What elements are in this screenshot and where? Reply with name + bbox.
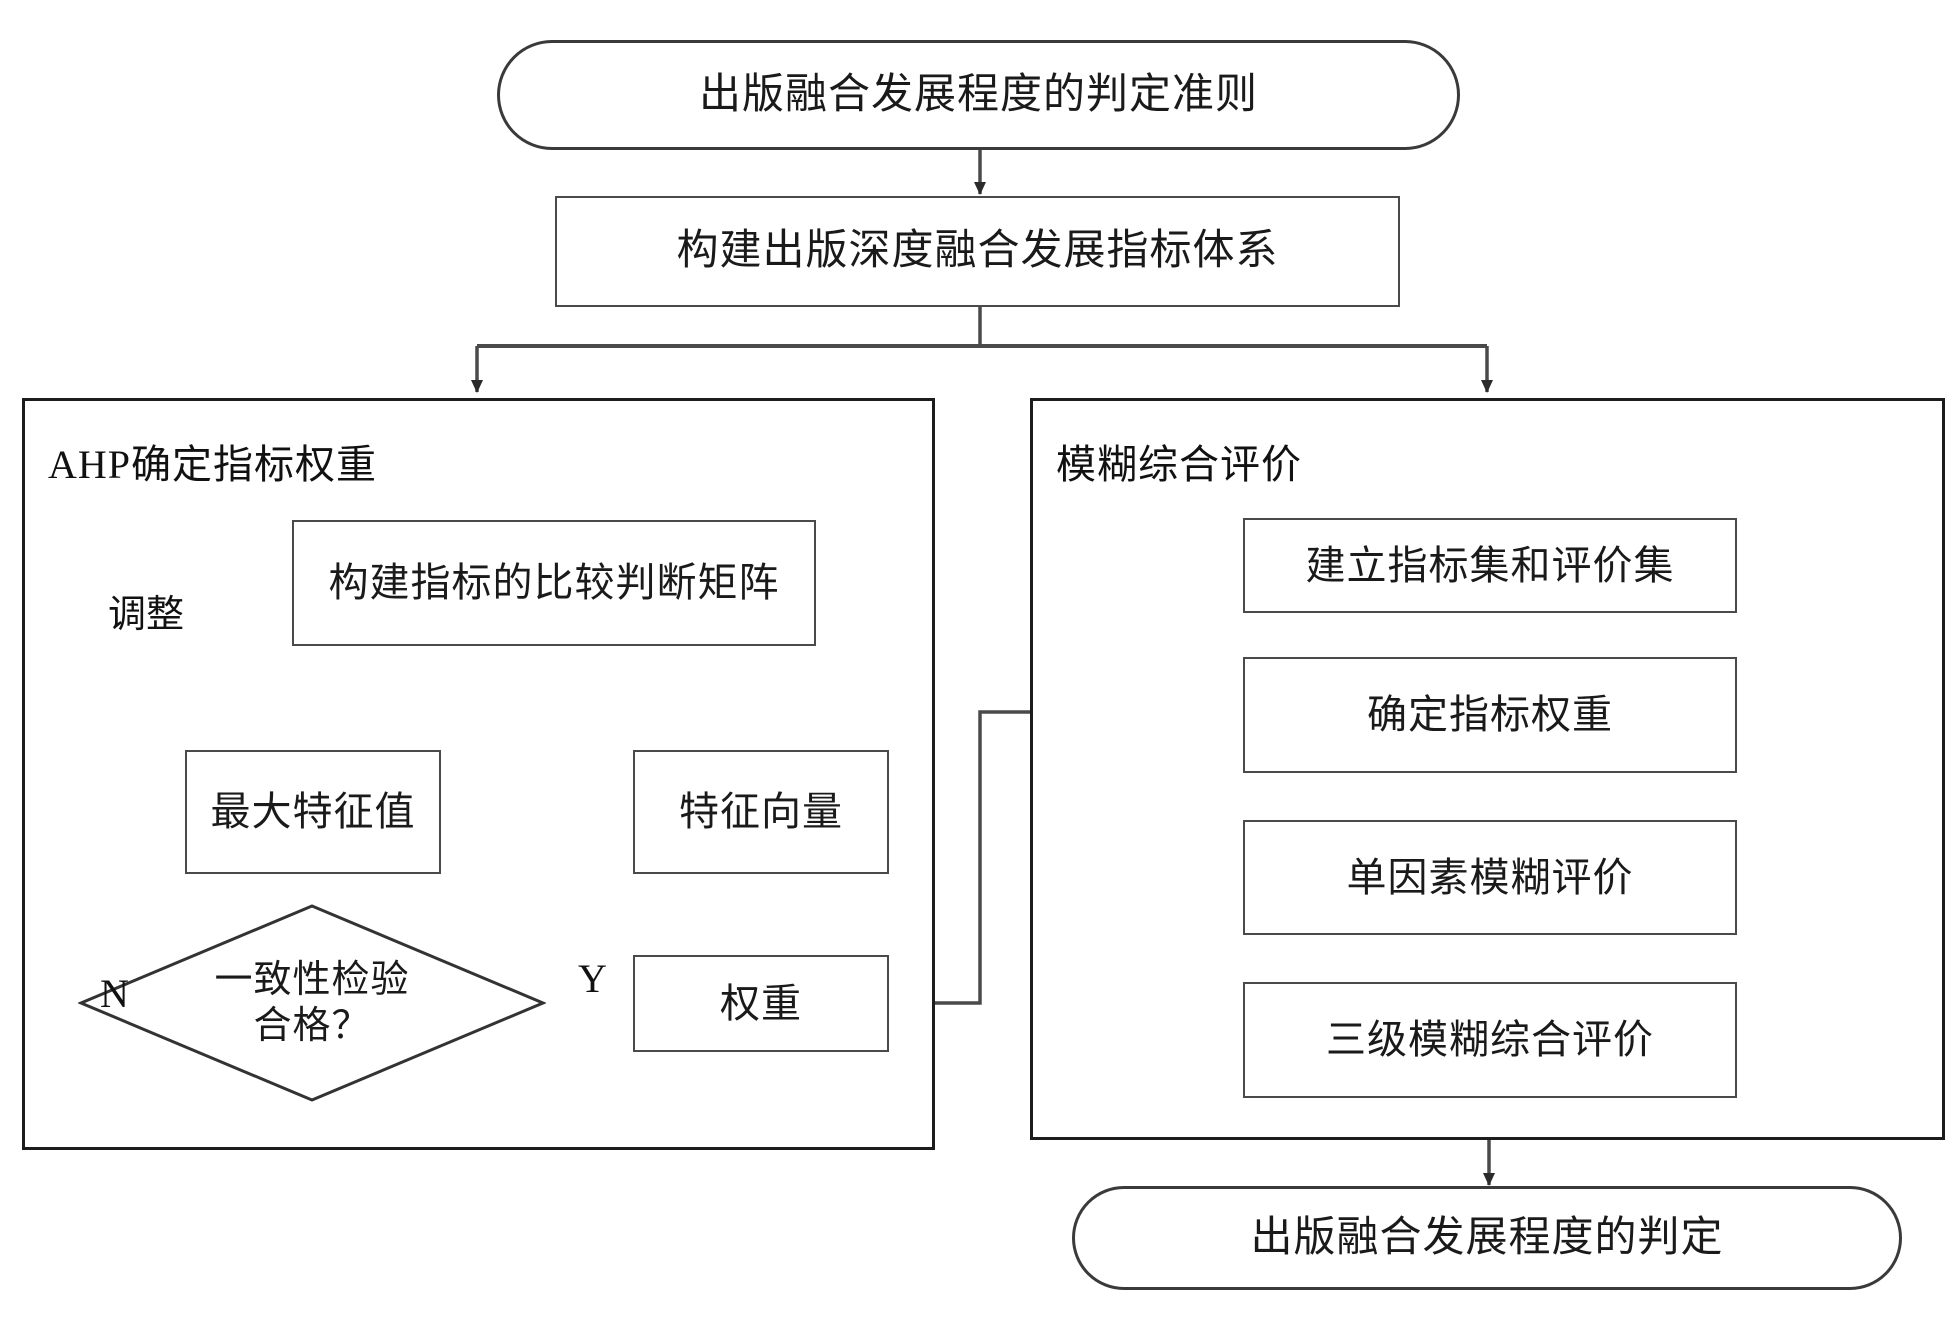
node-indicator-system: 构建出版深度融合发展指标体系 <box>555 196 1400 307</box>
node-title: 出版融合发展程度的判定准则 <box>497 40 1460 150</box>
node-single-factor-label: 单因素模糊评价 <box>1346 854 1634 900</box>
fuzzy-panel-title: 模糊综合评价 <box>1056 442 1302 487</box>
node-result-label: 出版融合发展程度的判定 <box>1250 1214 1724 1261</box>
node-eigenvector-label: 特征向量 <box>679 789 843 834</box>
node-consistency-check-text: 一致性检验 合格？ <box>78 903 546 1103</box>
node-single-factor: 单因素模糊评价 <box>1243 820 1737 935</box>
node-three-level-fuzzy: 三级模糊综合评价 <box>1243 982 1737 1098</box>
node-comparison-matrix-label: 构建指标的比较判断矩阵 <box>328 560 780 605</box>
node-result: 出版融合发展程度的判定 <box>1072 1186 1902 1290</box>
node-comparison-matrix: 构建指标的比较判断矩阵 <box>292 520 816 646</box>
node-establish-sets-label: 建立指标集和评价集 <box>1305 542 1675 588</box>
ahp-panel-title: AHP确定指标权重 <box>48 442 378 487</box>
node-determine-weights-label: 确定指标权重 <box>1367 692 1613 737</box>
node-max-eigenvalue-label: 最大特征值 <box>210 789 416 834</box>
node-establish-sets: 建立指标集和评价集 <box>1243 518 1737 613</box>
edge-label-yes: Y <box>578 956 607 1001</box>
node-consistency-check: 一致性检验 合格？ <box>77 903 547 1103</box>
consistency-line-2: 合格？ <box>253 1005 371 1047</box>
node-determine-weights: 确定指标权重 <box>1243 657 1737 773</box>
diamond-shape <box>77 904 547 1102</box>
edge-label-no: N <box>100 971 129 1016</box>
node-title-label: 出版融合发展程度的判定准则 <box>698 71 1258 118</box>
edge-label-adjust: 调整 <box>108 594 185 636</box>
node-eigenvector: 特征向量 <box>633 750 889 874</box>
node-three-level-fuzzy-label: 三级模糊综合评价 <box>1326 1017 1654 1062</box>
consistency-line-1: 一致性检验 <box>214 958 410 1001</box>
node-weights-label: 权重 <box>720 980 802 1026</box>
node-weights: 权重 <box>633 955 889 1052</box>
node-indicator-system-label: 构建出版深度融合发展指标体系 <box>676 228 1279 275</box>
node-max-eigenvalue: 最大特征值 <box>185 750 441 874</box>
